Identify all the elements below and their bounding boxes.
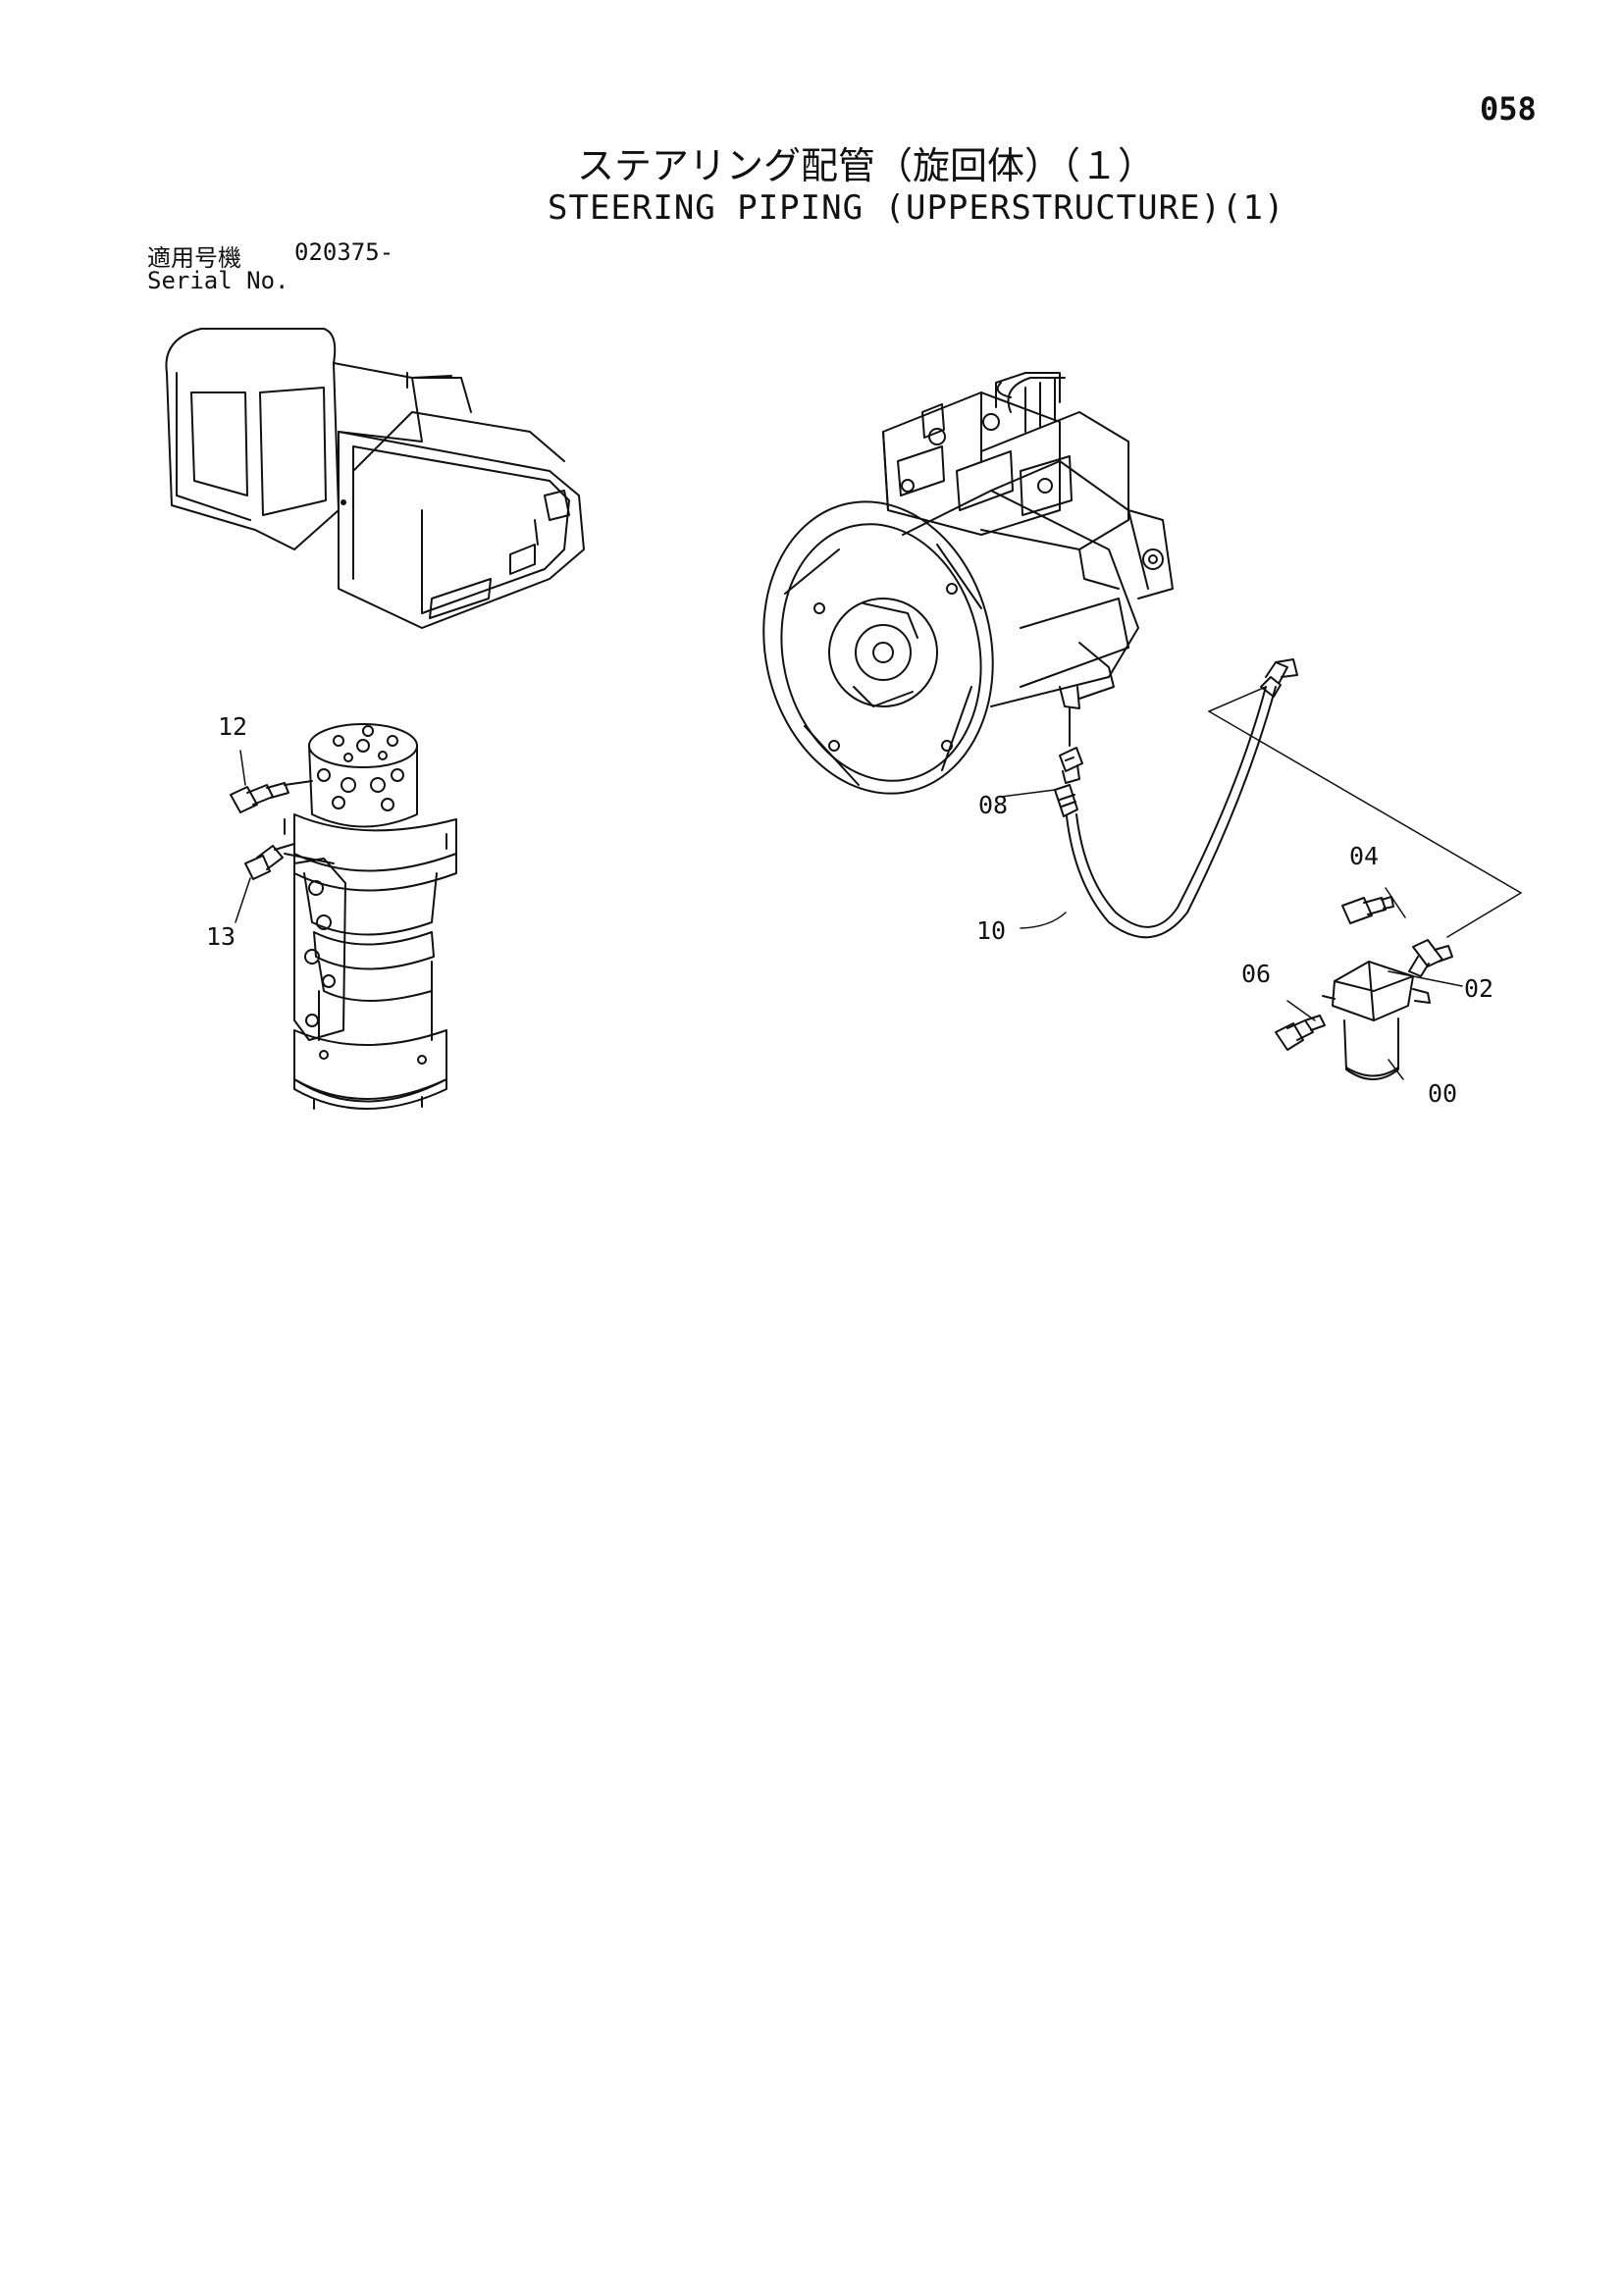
leader-lines — [236, 687, 1521, 1079]
title-english: STEERING PIPING (UPPERSTRUCTURE)(1) — [548, 188, 1285, 228]
callout-label: 04 — [1349, 842, 1380, 870]
callout-label: 00 — [1428, 1079, 1458, 1108]
page-number: 058 — [1480, 90, 1537, 128]
serial-label-japanese: 適用号機 — [147, 244, 241, 272]
adapter-08 — [1060, 748, 1082, 783]
serial-number-value: 020375- — [294, 238, 394, 266]
elbow-fitting-12 — [231, 781, 312, 812]
serial-label-english: Serial No. — [147, 267, 289, 294]
center-joint-illustration — [285, 724, 456, 1109]
callout-label: 08 — [978, 791, 1009, 819]
hose-10 — [1055, 659, 1297, 937]
pressure-switch-04 — [1342, 897, 1393, 923]
callout-label: 06 — [1241, 960, 1272, 988]
pump-assembly-illustration — [737, 373, 1173, 815]
filter-00 — [1323, 962, 1430, 1079]
upperstructure-illustration — [166, 329, 584, 628]
callout-label: 12 — [218, 712, 248, 741]
elbow-fitting-13 — [245, 844, 334, 879]
connector-06 — [1276, 1016, 1325, 1050]
callout-label: 10 — [976, 916, 1007, 945]
tee-fitting-02 — [1409, 940, 1452, 976]
title-japanese: ステアリング配管（旋回体）（１） — [577, 144, 1156, 187]
callout-label: 13 — [206, 922, 236, 951]
callout-label: 02 — [1464, 974, 1494, 1003]
